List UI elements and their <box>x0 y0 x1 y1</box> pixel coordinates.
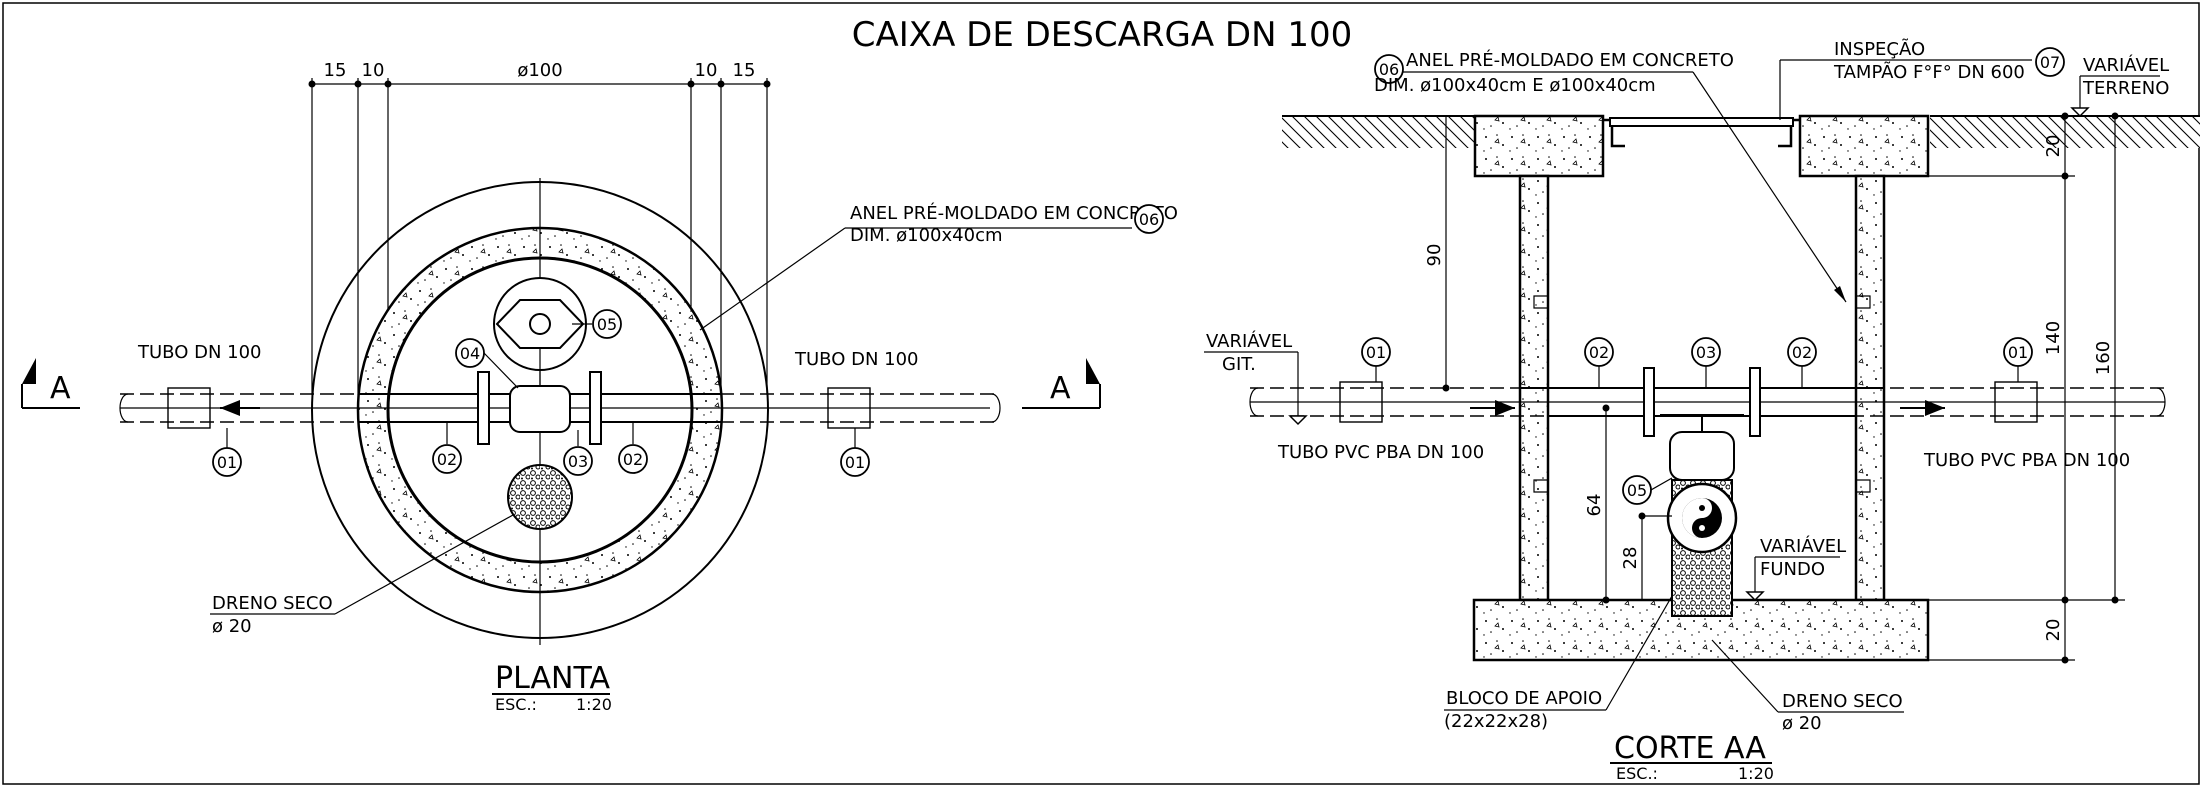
plan-ring-label-2: DIM. ø100x40cm <box>850 225 1003 246</box>
svg-text:04: 04 <box>460 344 480 363</box>
svg-text:06: 06 <box>1379 60 1399 79</box>
section-title: CORTE AA <box>1614 731 1766 766</box>
section-ring-label-1: ANEL PRÉ-MOLDADO EM CONCRETO <box>1406 49 1734 71</box>
section-dimensions: 90 64 28 20 140 20 160 <box>1424 112 2125 664</box>
dim-10-right: 10 <box>695 60 718 81</box>
dry-drain-plan <box>507 464 573 530</box>
section-scale-label: ESC.: <box>1616 764 1658 783</box>
valve-handwheel-plan <box>493 277 587 386</box>
plan-drain-label-1: DRENO SECO <box>212 593 333 614</box>
section-pipe <box>1249 367 2166 437</box>
top-slab-left <box>1473 114 1605 178</box>
section-drain-label-2: ø 20 <box>1782 713 1822 734</box>
section-pipe-label-left: TUBO PVC PBA DN 100 <box>1277 442 1484 463</box>
plan-pipe-label-left: TUBO DN 100 <box>137 342 262 363</box>
svg-text:01: 01 <box>217 453 237 472</box>
section-scale-value: 1:20 <box>1738 764 1774 783</box>
svg-text:28: 28 <box>1620 547 1641 570</box>
section-mark-left: A <box>21 358 80 409</box>
plan-title: PLANTA <box>495 661 610 696</box>
svg-text:02: 02 <box>1589 343 1609 362</box>
plan-callouts: 01 01 02 02 03 04 05 06 <box>212 204 1164 477</box>
dim-15-left: 15 <box>324 60 347 81</box>
terrain-label-1: VARIÁVEL <box>2083 54 2169 76</box>
svg-text:20: 20 <box>2043 619 2064 642</box>
block-label-1: BLOCO DE APOIO <box>1446 688 1602 709</box>
svg-text:90: 90 <box>1424 244 1445 267</box>
svg-text:03: 03 <box>568 452 588 471</box>
manhole-cover <box>1603 117 1800 148</box>
svg-text:02: 02 <box>623 450 643 469</box>
git-label-1: VARIÁVEL <box>1206 330 1292 352</box>
drawing-title: CAIXA DE DESCARGA DN 100 <box>852 15 1352 55</box>
terrain-label-2: TERRENO <box>2082 78 2169 99</box>
dim-10-left: 10 <box>362 60 385 81</box>
block-label-2: (22x22x28) <box>1444 711 1548 732</box>
svg-text:01: 01 <box>1366 343 1386 362</box>
plan-view: 15 10 ø100 10 15 <box>21 60 1178 714</box>
svg-text:05: 05 <box>1627 481 1647 500</box>
inspection-label-2: TAMPÃO F°F° DN 600 <box>1833 61 2025 83</box>
svg-text:140: 140 <box>2043 321 2064 355</box>
section-ring-label-2: DIM. ø100x40cm E ø100x40cm <box>1374 75 1656 96</box>
svg-text:05: 05 <box>597 315 617 334</box>
bottom-label-1: VARIÁVEL <box>1760 535 1846 557</box>
section-drain-label-1: DRENO SECO <box>1782 691 1903 712</box>
svg-text:02: 02 <box>1792 343 1812 362</box>
ground-left <box>1282 116 1475 148</box>
valve-section <box>1660 414 1744 617</box>
svg-text:A: A <box>1050 371 1071 406</box>
plan-scale-value: 1:20 <box>576 695 612 714</box>
section-mark-right: A <box>1022 358 1101 409</box>
section-pipe-label-right: TUBO PVC PBA DN 100 <box>1923 450 2130 471</box>
inspection-label-1: INSPEÇÃO <box>1834 38 1925 60</box>
svg-text:64: 64 <box>1584 494 1605 517</box>
section-callouts: 01 01 02 02 03 05 <box>1361 337 2033 505</box>
svg-text:A: A <box>50 371 71 406</box>
callout-06 <box>1374 54 1404 84</box>
svg-text:160: 160 <box>2093 341 2114 375</box>
top-slab-right <box>1798 114 1930 178</box>
bottom-label-2: FUNDO <box>1760 559 1825 580</box>
plan-dimensions: 15 10 ø100 10 15 <box>308 60 771 395</box>
svg-text:01: 01 <box>845 453 865 472</box>
plan-pipe-label-right: TUBO DN 100 <box>794 349 919 370</box>
svg-text:07: 07 <box>2040 53 2060 72</box>
plan-ring-label-1: ANEL PRÉ-MOLDADO EM CONCRETO <box>850 202 1178 224</box>
plan-pipe <box>119 371 1001 445</box>
svg-text:02: 02 <box>437 450 457 469</box>
svg-text:06: 06 <box>1139 210 1159 229</box>
svg-text:01: 01 <box>2008 343 2028 362</box>
dim-15-right: 15 <box>733 60 756 81</box>
dim-diameter-100: ø100 <box>517 60 562 81</box>
svg-text:03: 03 <box>1696 343 1716 362</box>
svg-text:20: 20 <box>2043 135 2064 158</box>
plan-drain-label-2: ø 20 <box>212 616 252 637</box>
plan-scale-label: ESC.: <box>495 695 537 714</box>
section-view: 90 64 28 20 140 20 160 06 ANEL PRÉ <box>1204 38 2200 783</box>
git-label-2: GIT. <box>1222 354 1256 375</box>
